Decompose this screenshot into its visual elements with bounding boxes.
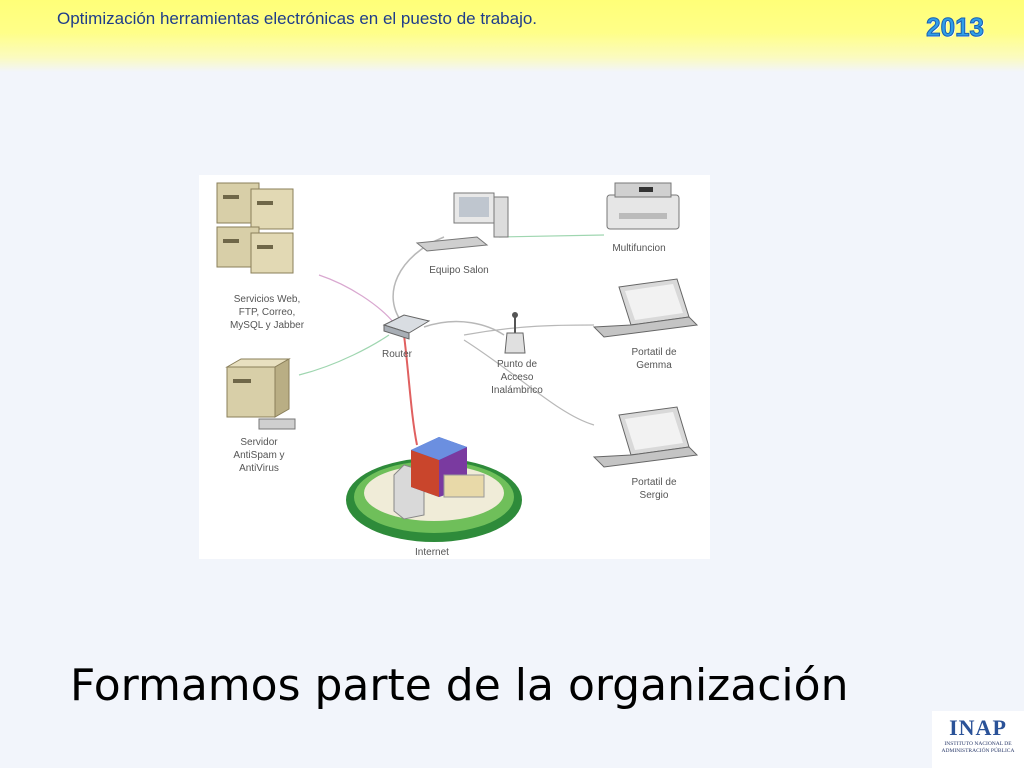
- laptop-icon: [592, 406, 699, 468]
- label-servicios-2: FTP, Correo,: [239, 307, 296, 318]
- server-stack-icon: [216, 182, 294, 274]
- logo-sub-line2: ADMINISTRACIÓN PÚBLICA: [941, 748, 1015, 754]
- router-icon: [382, 314, 431, 340]
- label-portatil1-1: Portatil de: [631, 347, 676, 358]
- header-title: Optimización herramientas electrónicas e…: [57, 9, 538, 28]
- label-internet: Internet: [415, 547, 449, 558]
- slide-title: Formamos parte de la organización: [70, 660, 849, 711]
- label-portatil1-2: Gemma: [636, 360, 672, 371]
- label-servidor-2: AntiSpam y: [233, 450, 284, 461]
- label-servicios-3: MySQL y Jabber: [230, 320, 305, 331]
- label-servicios-1: Servicios Web,: [234, 294, 301, 305]
- label-punto-1: Punto de: [497, 359, 537, 370]
- label-portatil2-1: Portatil de: [631, 477, 676, 488]
- desktop-computer-icon: [415, 192, 509, 252]
- internet-globe-icon: [346, 437, 522, 542]
- logo-sub-line1: INSTITUTO NACIONAL DE: [944, 741, 1012, 747]
- access-point-icon: [504, 312, 526, 354]
- label-punto-2: Acceso: [501, 372, 534, 383]
- network-diagram: Servicios Web, FTP, Correo, MySQL y Jabb…: [199, 175, 710, 559]
- label-portatil2-2: Sergio: [640, 490, 669, 501]
- laptop-icon: [592, 278, 699, 338]
- inap-logo: INAP INSTITUTO NACIONAL DE ADMINISTRACIÓ…: [932, 711, 1024, 768]
- server-icon: [225, 358, 296, 430]
- logo-name: INAP: [949, 715, 1007, 740]
- label-servidor-1: Servidor: [240, 437, 278, 448]
- label-router: Router: [382, 349, 413, 360]
- header-year: 2013: [926, 12, 985, 43]
- label-equipo-salon: Equipo Salon: [429, 265, 489, 276]
- label-multifuncion: Multifuncion: [612, 243, 665, 254]
- label-servidor-3: AntiVirus: [239, 463, 279, 474]
- label-punto-3: Inalámbrico: [491, 385, 543, 396]
- header-bar: Optimización herramientas electrónicas e…: [0, 0, 1024, 72]
- printer-icon: [606, 182, 680, 230]
